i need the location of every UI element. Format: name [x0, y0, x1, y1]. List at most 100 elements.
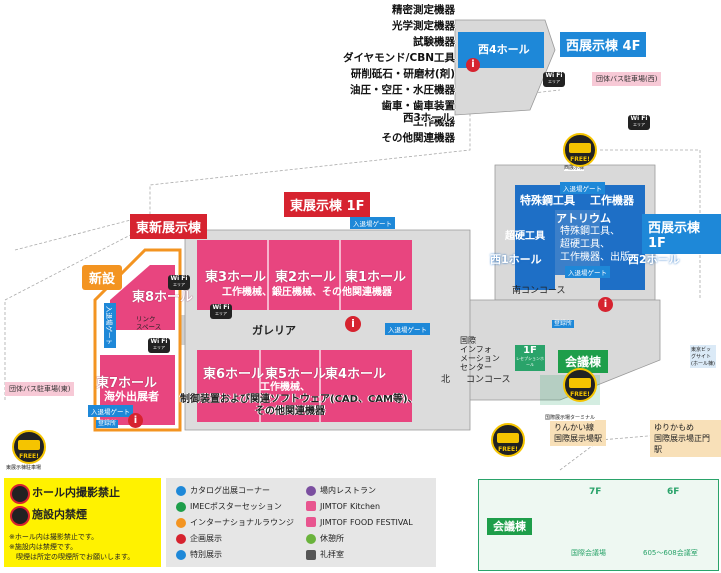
info-icon: i [466, 58, 480, 72]
west-1-hall-label: 西1ホール [490, 253, 542, 266]
legend: カタログ出展コーナー IMECポスターセッション インターナショナルラウンジ 企… [166, 478, 436, 567]
category-machine-tools: 工作機器 [413, 116, 455, 128]
gate-east-north: 入退場ゲート [350, 217, 395, 229]
reception-hall-box: 1F レセプションホール [515, 345, 545, 371]
no-photo-icon [10, 484, 30, 504]
wifi-icon: Wi Fi [630, 115, 648, 122]
east-new-building-outline [93, 248, 182, 432]
kitchen-icon [306, 501, 316, 511]
legend-lounge: インターナショナルラウンジ [176, 517, 294, 528]
info-center-1: 国際 [460, 336, 476, 345]
tokushu-label: 特殊鋼工具 [520, 194, 575, 207]
atrium-item-3: 工作機器、出版 [560, 252, 630, 263]
notice-box: ホール内撮影禁止 施設内禁煙 ※ホール内は撮影禁止です。 ※施設内は禁煙です。 … [4, 478, 161, 567]
legend-poster: IMECポスターセッション [176, 501, 282, 512]
conference-building-label: 会議棟 [558, 350, 609, 373]
gate-east-galleria: 入退場ゲート [385, 323, 430, 335]
no-smoking-icon [10, 506, 30, 526]
link-space-2: スペース [136, 323, 162, 331]
rinkai-station: りんかい線 国際展示場駅 [550, 420, 606, 446]
wifi-icon: Wi Fi [545, 72, 563, 79]
east-7-hall-label: 東7ホール [96, 376, 158, 391]
atrium-area [555, 210, 600, 275]
east-456-sub-3: その他関連機器 [255, 406, 325, 417]
east-7-subtitle: 海外出展者 [104, 390, 159, 403]
free-bus-west-icon: FREE! [563, 133, 597, 167]
wifi-icon: Wi Fi [212, 304, 230, 311]
rest-icon [306, 533, 316, 544]
east-123-subtitle: 工作機械、鍛圧機械、その他関連機器 [222, 287, 392, 298]
gate-west: 入退場ゲート [560, 182, 605, 194]
info-icon: i [345, 316, 361, 332]
legend-restaurant: 場内レストラン [306, 485, 376, 496]
note-3: 喫煙は所定の喫煙所でお願いします。 [9, 553, 135, 561]
bus-parking-west: 団体バス駐車場(西) [592, 72, 662, 86]
info-center-4: センター [460, 363, 492, 372]
east-456-sub-2: 制御装置および関連ソフトウェア(CAD、CAM等)、 [180, 394, 418, 405]
room-7f-label: 国際会議場 [571, 549, 606, 557]
east-1f-building-label: 東展示棟 1F [284, 192, 371, 217]
yurikamome-station-name: 国際展示場正門駅 [654, 434, 710, 454]
legend-prayer: 礼拝室 [306, 549, 344, 560]
reception-floor: 1F [523, 345, 537, 356]
east-456-sub-1: 工作機械、 [260, 382, 310, 393]
room-6f-label: 605～608会議室 [643, 549, 698, 557]
yurikamome-station: ゆりかもめ 国際展示場正門駅 [650, 420, 721, 457]
atrium-item-1: 特殊鋼工具、 [560, 226, 620, 237]
new-badge: 新設 [82, 265, 123, 290]
free-bus-conference-icon: FREE! [563, 368, 597, 402]
reception-hall-text: レセプションホール [516, 356, 544, 367]
west-2-hall-label: 西2ホール [628, 253, 680, 266]
galleria-label: ガレリア [252, 324, 296, 337]
gate-east7: 入退場ゲート [88, 405, 133, 417]
event-icon [176, 533, 186, 544]
north-label: 北 [441, 375, 451, 385]
conference-detail-box: 会議棟 7F 6F 国際会議場 605～608会議室 [478, 479, 719, 571]
poster-icon [176, 501, 186, 512]
big-sight-station-1: 東京ビッグサイト [691, 347, 712, 360]
wifi-area-west: Wi Fi エリア [628, 115, 650, 130]
big-sight-station-tag: 東京ビッグサイト (ホール棟) [690, 345, 716, 368]
east-new-building-label: 東新展示棟 [130, 214, 208, 239]
bus-terminal-label: 国際展示場ターミナル [545, 415, 596, 421]
floor-7f-label: 7F [589, 487, 602, 497]
west-parking-label: 西展示棟 [564, 165, 585, 171]
choko-label: 超硬工具 [505, 231, 545, 242]
category-precision: 精密測定機器 [392, 4, 455, 16]
kosaku-label: 工作機器 [590, 194, 634, 207]
east-456-halls [197, 350, 412, 422]
east-6-hall-label: 東6ホール [203, 367, 265, 382]
east-4-hall-label: 東4ホール [325, 367, 387, 382]
conference-box-title: 会議棟 [487, 518, 532, 535]
west-3-hall-label: 西3ホール [403, 112, 453, 124]
atrium-label: アトリウム [556, 212, 611, 225]
link-space-1: リンク [136, 315, 156, 323]
legend-kitchen: JIMTOF Kitchen [306, 501, 380, 511]
free-bus-east-icon: FREE! [12, 430, 46, 464]
wifi-area-west4: Wi Fi エリア [543, 72, 565, 87]
free-bus-terminal-icon: FREE! [491, 423, 525, 457]
atrium-item-2: 超硬工具、 [560, 239, 610, 250]
lounge-icon [176, 517, 186, 528]
info-icon: i [598, 297, 613, 312]
wifi-area-east: Wi Fi エリア [210, 304, 232, 319]
big-sight-station-2: (ホール棟) [691, 361, 715, 367]
east-1-hall-label: 東1ホール [345, 270, 407, 285]
legend-event: 企画展示 [176, 533, 222, 544]
no-smoking-text: 施設内禁煙 [32, 508, 87, 521]
category-hydraulic: 油圧・空圧・水圧機器 [350, 84, 455, 96]
no-photo-text: ホール内撮影禁止 [32, 486, 120, 499]
gate-east8: 入退場ゲート [104, 303, 116, 348]
legend-special: 特別展示 [176, 549, 222, 560]
info-center-2: インフォ [460, 345, 492, 354]
west-4-hall-label: 西4ホール [478, 43, 530, 56]
note-2: ※施設内は禁煙です。 [9, 543, 78, 551]
floor-6f-label: 6F [667, 487, 680, 497]
legend-foodtruck: JIMTOF FOOD FESTIVAL [306, 517, 413, 527]
legend-rest: 休憩所 [306, 533, 344, 544]
category-grinding: 研削砥石・研磨材(剤) [350, 68, 455, 80]
west-4f-building-label: 西展示棟 4F [560, 32, 647, 57]
registration-east: 登録所 [96, 420, 119, 428]
category-other: その他関連機器 [381, 132, 456, 144]
rinkai-line: りんかい線 [554, 423, 594, 432]
